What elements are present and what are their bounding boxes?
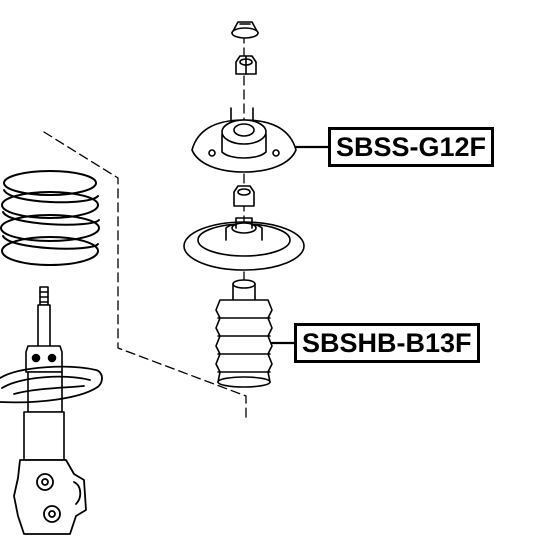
shock-absorber xyxy=(23,345,65,461)
top-cap xyxy=(231,21,259,39)
bearing xyxy=(233,185,255,207)
leader-lines xyxy=(270,145,330,345)
part-label-bump-stop: SBSHB-B13F xyxy=(294,323,480,363)
knuckle-bracket xyxy=(13,459,87,535)
bump-stop-and-dust-boot xyxy=(215,279,273,388)
part-label-strut-mount: SBSS-G12F xyxy=(328,127,495,167)
strut-mount xyxy=(191,107,297,173)
nut xyxy=(235,55,257,75)
upper-spring-seat xyxy=(183,217,305,271)
piston-rod xyxy=(37,286,51,348)
coil-spring xyxy=(0,170,100,266)
lower-spring-seat xyxy=(0,365,103,404)
